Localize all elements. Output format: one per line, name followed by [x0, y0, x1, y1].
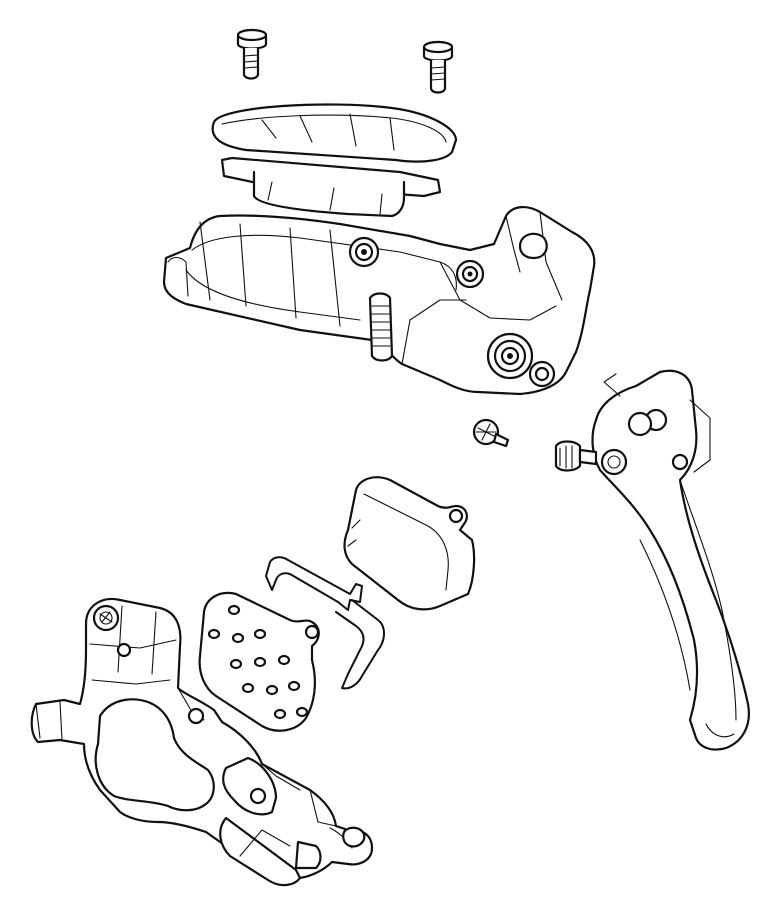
pivot-bushing-upper [455, 259, 485, 289]
pad-retention-spring [265, 556, 385, 690]
bleed-port-bolt [348, 236, 380, 268]
brake-caliper [30, 597, 374, 887]
reach-adjust-barrel [554, 440, 598, 472]
brake-pad-rear [343, 476, 476, 611]
lever-pivot-bushing [486, 332, 534, 380]
brake-pad-front [198, 591, 320, 732]
pad-cooling-holes [207, 604, 309, 720]
brake-lever-blade [591, 369, 750, 751]
pivot-bushing-small [528, 360, 556, 388]
reservoir-diaphragm [220, 156, 442, 218]
lever-clamp-screw [472, 418, 510, 448]
reservoir-cap [211, 103, 458, 163]
reservoir-cap-screw-right [422, 40, 454, 94]
barrel-adjuster-knurl [368, 292, 394, 362]
reservoir-cap-screw-left [236, 28, 268, 80]
